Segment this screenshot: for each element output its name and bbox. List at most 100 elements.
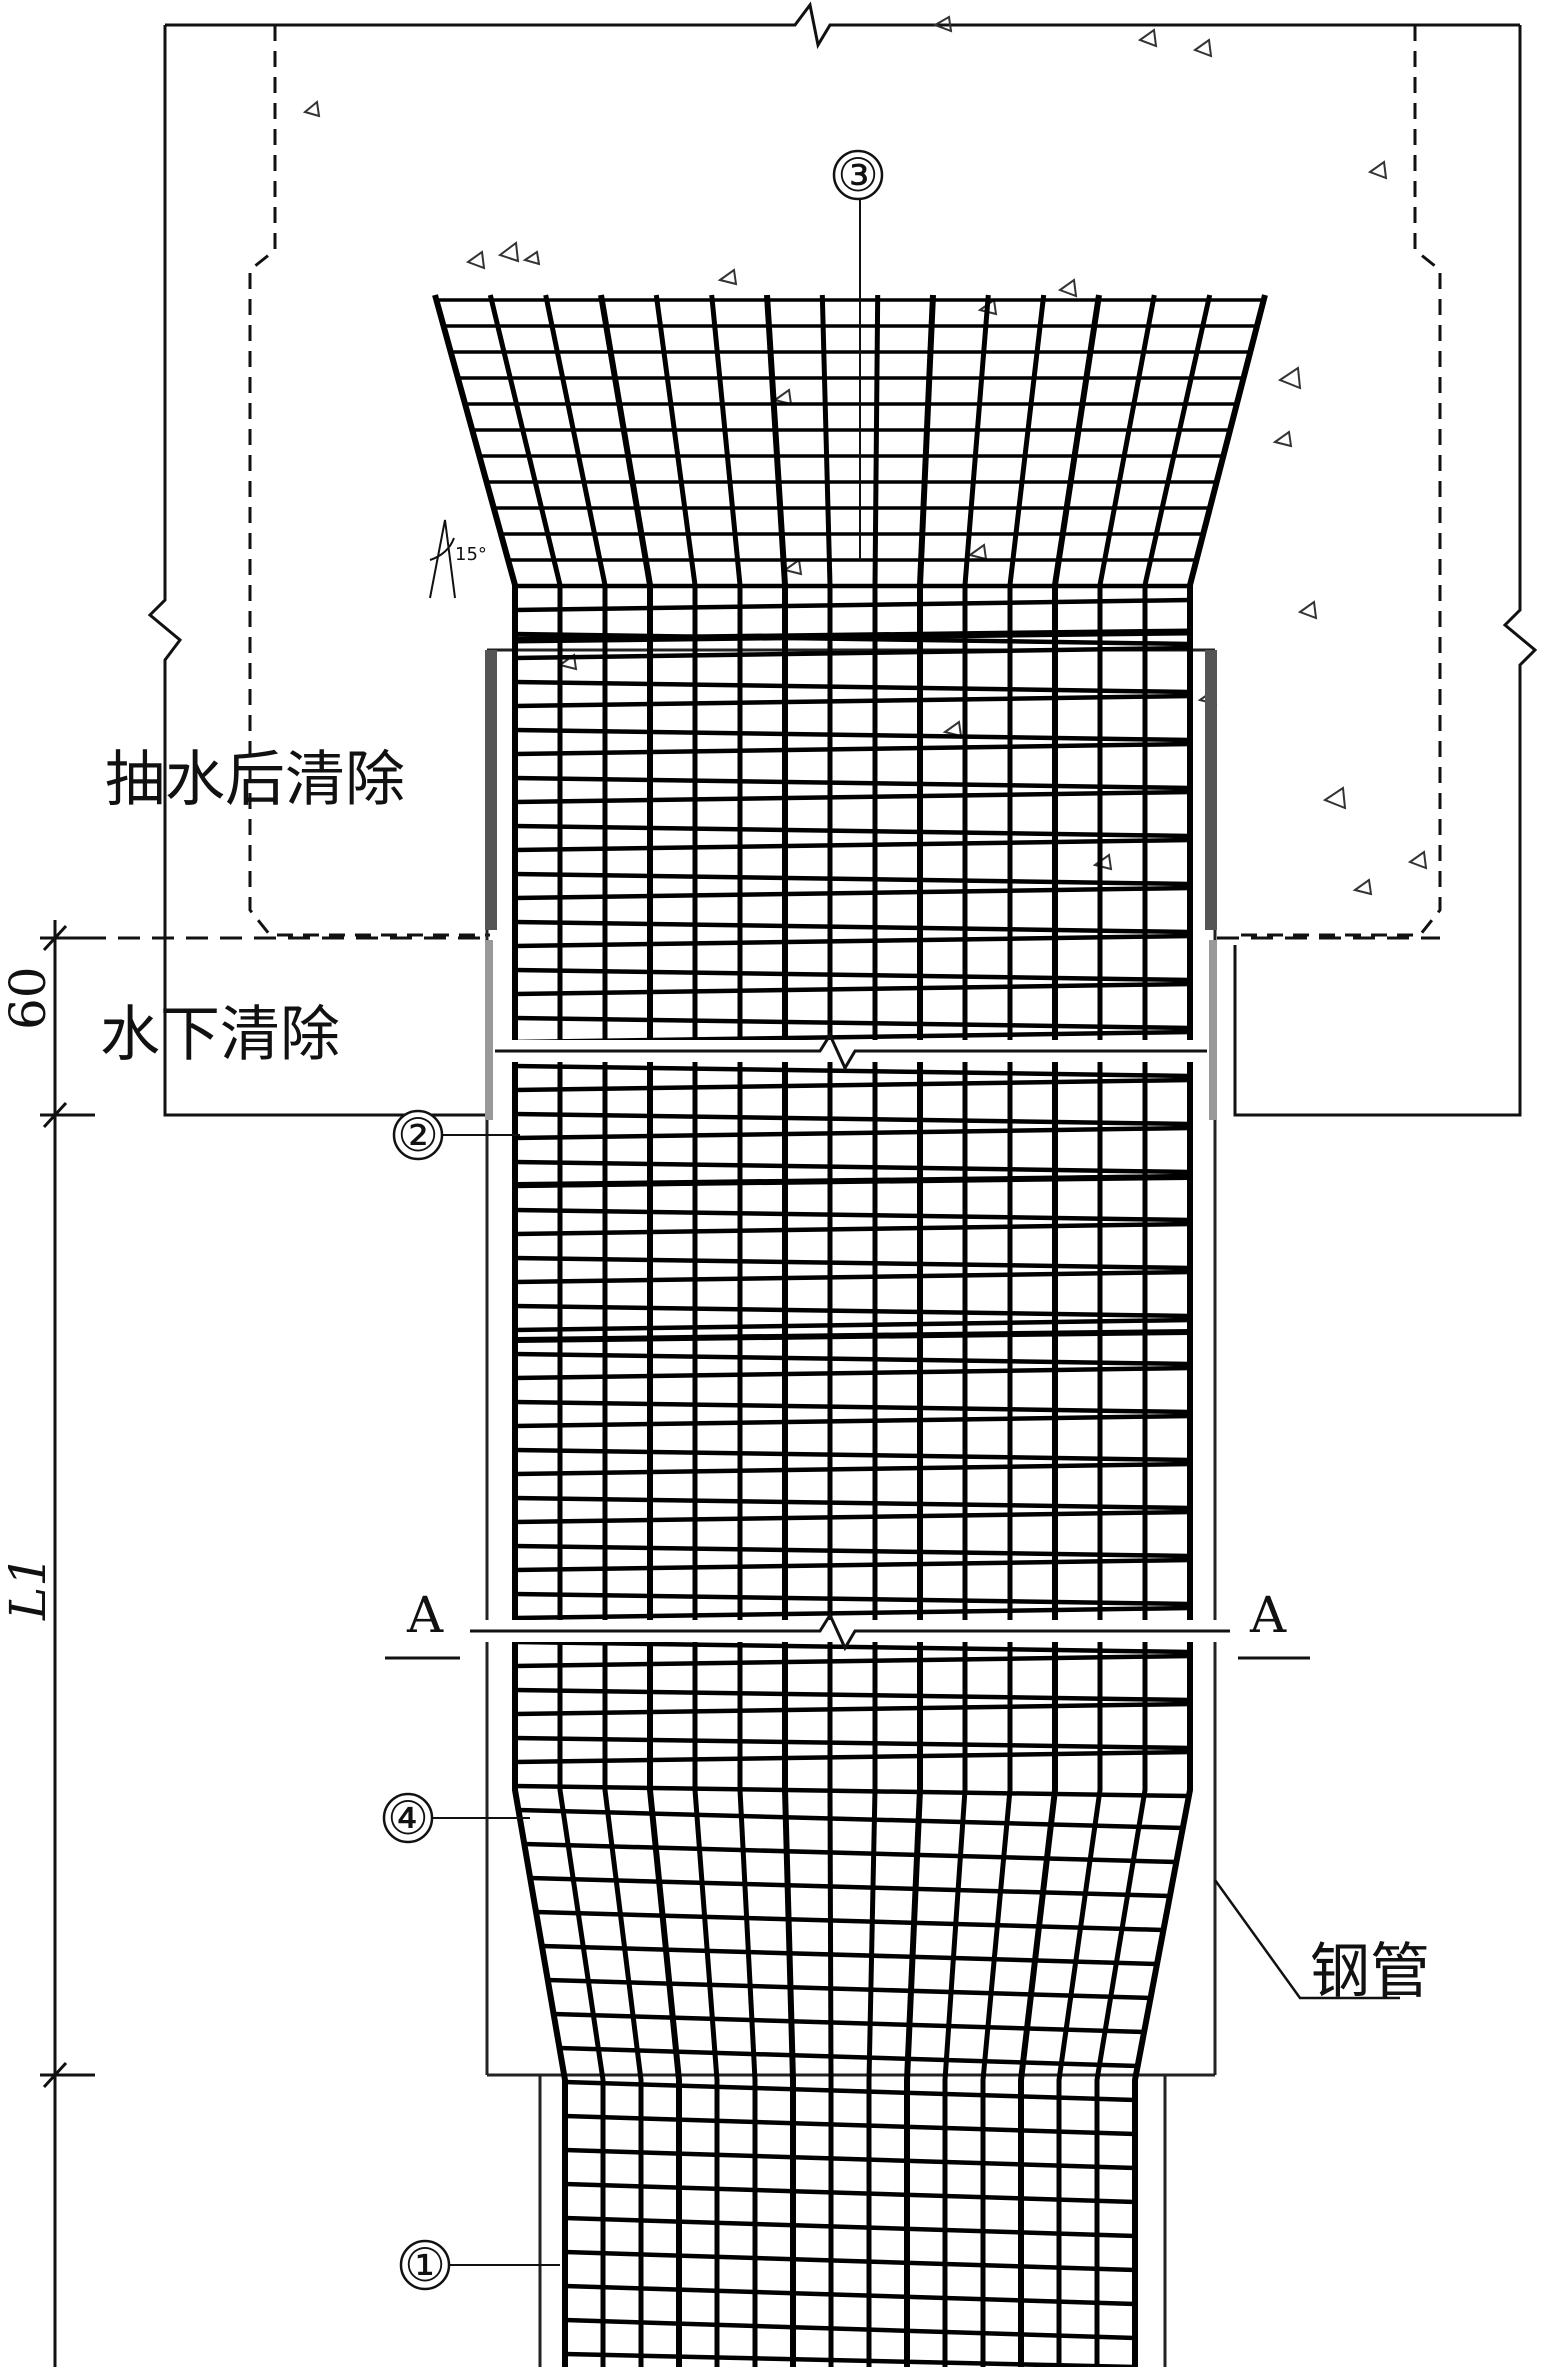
stirrup-rebar xyxy=(514,933,1191,949)
stirrup-rebar xyxy=(564,2283,1136,2307)
section-marker-right: A xyxy=(1238,1586,1310,1660)
stirrup-rebar xyxy=(514,885,1191,901)
angle-annotation xyxy=(429,519,456,599)
section-right-label: A xyxy=(1249,1586,1287,1644)
break-lines xyxy=(470,1031,1230,1652)
stirrup-rebar xyxy=(514,1653,1191,1669)
stirrup-rebar xyxy=(564,2181,1136,2205)
stiffener-ring-rebar xyxy=(514,1329,1191,1343)
stiffener-ring-rebar xyxy=(514,1174,1191,1188)
stirrup-rebar xyxy=(547,1977,1151,2001)
stirrup-rebar xyxy=(514,1351,1191,1367)
longitudinal-rebar xyxy=(487,294,606,2367)
stirrup-rebar xyxy=(514,1591,1191,1607)
steel-pipe xyxy=(485,648,1217,2077)
stirrup-rebar xyxy=(514,1701,1191,1717)
pile-shaft-outline xyxy=(538,2075,1167,2367)
longitudinal-rebar xyxy=(1094,294,1213,2367)
stirrup-rebar xyxy=(514,1447,1191,1463)
stirrup-rebar xyxy=(514,1639,1191,1655)
longitudinal-rebar xyxy=(1056,294,1157,2367)
dimension-L1-label: L1 xyxy=(0,1555,57,1621)
stiffener-ring-rebar xyxy=(514,628,1191,644)
stirrup-rebar xyxy=(514,1125,1191,1141)
stirrup-rebar xyxy=(514,693,1191,709)
stirrup-rebar xyxy=(514,1749,1191,1765)
longitudinal-rebar xyxy=(1132,294,1268,2367)
pile-cap-outline xyxy=(147,1,1538,1117)
steel-pipe-label: 钢管 xyxy=(1310,1937,1430,2007)
stirrup-rebar xyxy=(514,1687,1191,1703)
stirrup-rebar xyxy=(514,1015,1191,1031)
stirrup-rebar xyxy=(564,2215,1136,2239)
longitudinal-rebar xyxy=(942,294,991,2367)
stirrup-rebar xyxy=(514,1269,1191,1285)
stirrup-rebar xyxy=(514,679,1191,695)
callout-4: ④ xyxy=(382,1791,530,1845)
stirrup-rebar xyxy=(524,1841,1177,1865)
stirrup-rebar xyxy=(514,727,1191,743)
drain-then-clear-label: 抽水后清除 xyxy=(105,745,405,815)
stirrup-rebar xyxy=(514,1111,1191,1127)
stirrup-rebar xyxy=(518,1807,1183,1831)
stirrup-rebar xyxy=(514,1365,1191,1381)
stirrup-rebar xyxy=(514,871,1191,887)
steel-pipe-leader xyxy=(1213,1879,1400,2000)
stirrup-rebar xyxy=(559,2045,1138,2069)
stirrup-rebar xyxy=(514,1159,1191,1175)
stirrup-rebar xyxy=(514,1303,1191,1319)
stirrup-rebar xyxy=(514,1543,1191,1559)
longitudinal-rebar xyxy=(980,294,1047,2367)
stirrup-rebar xyxy=(514,775,1191,791)
stirrup-rebar xyxy=(514,1255,1191,1271)
stirrup-rebar xyxy=(514,1557,1191,1573)
stirrup-rebar xyxy=(564,2317,1136,2341)
stirrup-rebar xyxy=(564,2351,1136,2367)
stirrup-rebar xyxy=(514,597,1191,613)
stirrup-rebar xyxy=(514,981,1191,997)
stirrup-rebar xyxy=(541,1943,1158,1967)
stirrup-rebar xyxy=(514,1207,1191,1223)
dimension-60-label: 60 xyxy=(0,966,57,1030)
angle-label: 15° xyxy=(455,544,487,565)
stirrup-rebar xyxy=(564,2113,1136,2137)
longitudinal-rebar xyxy=(1018,294,1102,2367)
stirrup-rebar xyxy=(514,919,1191,935)
stirrup-rebar xyxy=(514,1063,1191,1079)
stirrup-rebar xyxy=(514,837,1191,853)
stirrup-rebar xyxy=(564,2249,1136,2273)
rebar-cage xyxy=(432,294,1268,2367)
callout-3-number: ③ xyxy=(837,148,878,202)
longitudinal-rebar xyxy=(432,294,568,2367)
inner-dashed-outline xyxy=(248,25,1442,937)
callout-2: ② xyxy=(392,1108,520,1162)
section-left-label: A xyxy=(406,1586,444,1644)
stirrup-rebar xyxy=(514,789,1191,805)
stirrup-rebar xyxy=(514,1461,1191,1477)
section-marker-left: A xyxy=(385,1586,460,1660)
stirrup-rebar xyxy=(514,1735,1191,1751)
callout-4-number: ④ xyxy=(387,1791,428,1845)
stirrup-rebar xyxy=(514,645,1191,661)
callout-3: ③ xyxy=(832,148,884,560)
stirrup-rebar xyxy=(514,967,1191,983)
stirrup-rebar xyxy=(514,1783,1189,1799)
callout-1-number: ① xyxy=(404,2238,445,2292)
callout-1: ① xyxy=(399,2238,560,2292)
stirrup-rebar xyxy=(530,1875,1170,1899)
stirrup-rebar xyxy=(564,2147,1136,2171)
stirrup-rebar xyxy=(514,1495,1191,1511)
longitudinal-rebar xyxy=(543,294,644,2367)
stirrup-rebar xyxy=(514,1413,1191,1429)
stirrup-rebar xyxy=(514,1605,1191,1621)
stirrup-rebar xyxy=(514,823,1191,839)
stirrup-rebar xyxy=(514,1399,1191,1415)
underwater-clear-label: 水下清除 xyxy=(100,1000,340,1070)
stirrup-rebar xyxy=(514,741,1191,757)
stirrup-rebar xyxy=(553,2011,1145,2035)
stirrup-rebar xyxy=(514,1509,1191,1525)
dimension-line xyxy=(40,920,95,2367)
callout-2-number: ② xyxy=(397,1108,438,1162)
stirrup-rebar xyxy=(514,1317,1191,1333)
